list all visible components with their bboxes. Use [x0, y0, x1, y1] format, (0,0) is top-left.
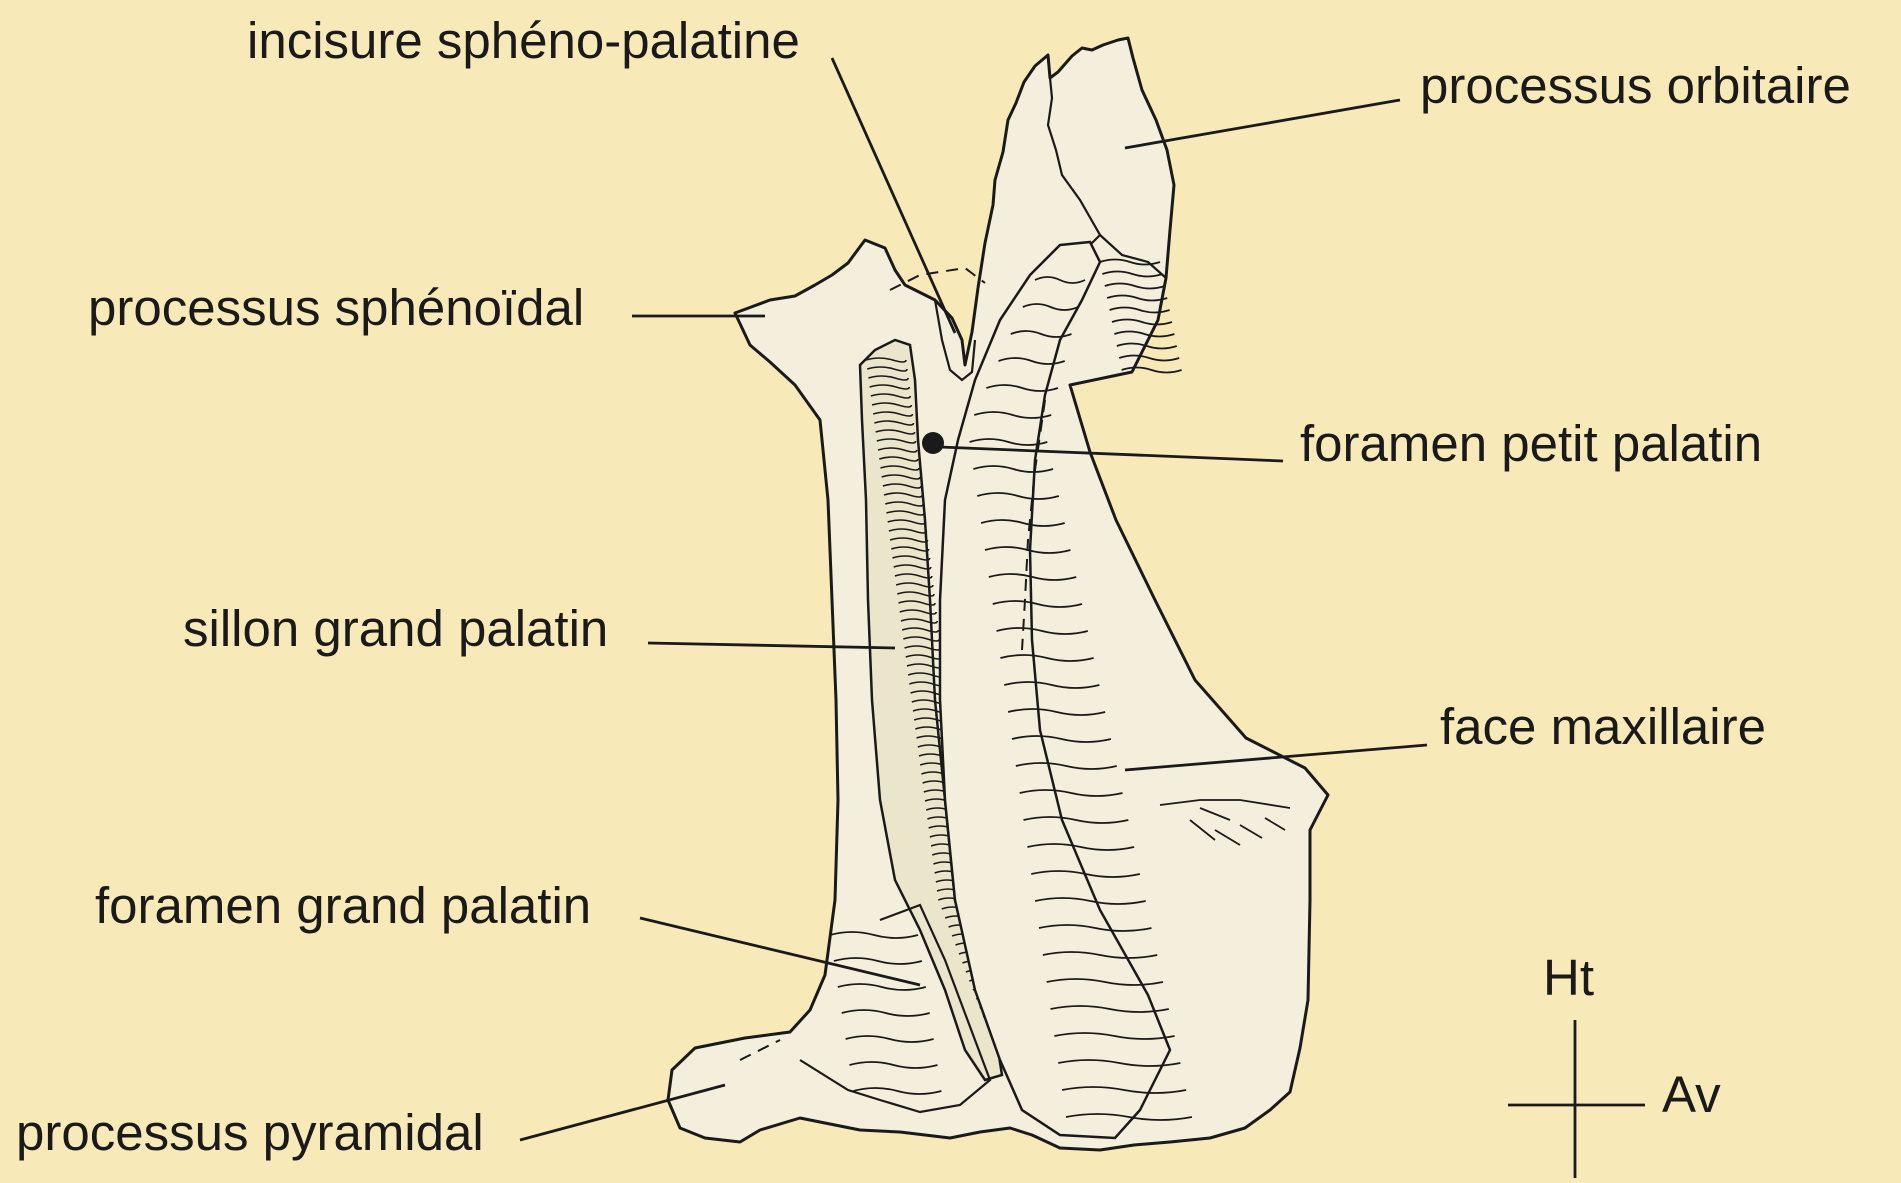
- leader-orbitaire: [1125, 100, 1400, 148]
- label-foramen-grand-palatin: foramen grand palatin: [95, 877, 591, 934]
- label-foramen-petit-palatin: foramen petit palatin: [1300, 415, 1762, 472]
- label-sillon-grand-palatin: sillon grand palatin: [183, 600, 608, 657]
- label-face-maxillaire: face maxillaire: [1440, 698, 1766, 755]
- compass-forward-label: Av: [1662, 1066, 1721, 1123]
- label-processus-pyramidal: processus pyramidal: [16, 1104, 484, 1161]
- orientation-compass: Ht Av: [1508, 949, 1721, 1178]
- label-incisure-spheno-palatine: incisure sphéno-palatine: [247, 12, 800, 69]
- lesser-palatine-foramen-dot: [922, 432, 944, 454]
- label-processus-sphenoidal: processus sphénoïdal: [88, 279, 584, 336]
- label-processus-orbitaire: processus orbitaire: [1420, 57, 1851, 114]
- compass-up-label: Ht: [1543, 949, 1594, 1006]
